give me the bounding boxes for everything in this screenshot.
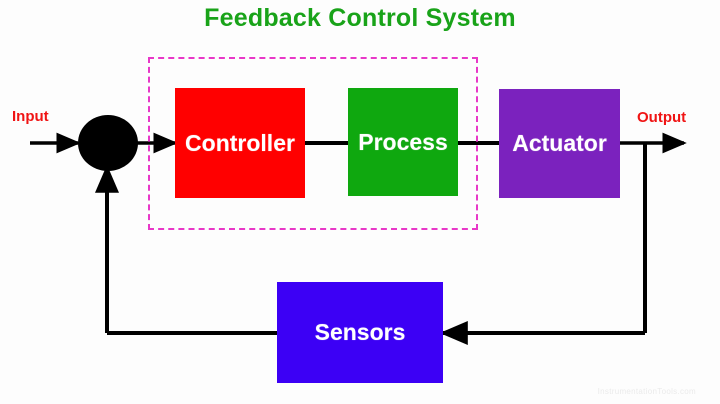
block-actuator-label: Actuator (512, 130, 607, 156)
block-process[interactable]: Process (348, 88, 458, 196)
input-label: Input (12, 108, 49, 125)
block-process-label: Process (358, 128, 448, 155)
block-sensors-label: Sensors (314, 319, 406, 345)
watermark: InstrumentationTools.com (597, 387, 696, 396)
page-title: Feedback Control System (204, 4, 516, 32)
summing-junction (78, 115, 138, 171)
block-sensors[interactable]: Sensors (277, 282, 443, 383)
output-label: Output (637, 109, 687, 126)
block-controller-label: Controller (185, 129, 295, 156)
block-controller[interactable]: Controller (175, 88, 305, 198)
block-actuator[interactable]: Actuator (499, 89, 620, 198)
